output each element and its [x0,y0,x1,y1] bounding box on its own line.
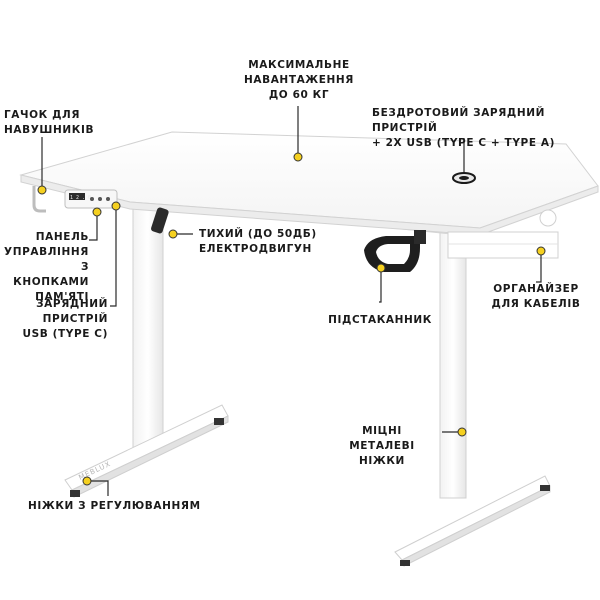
marker-dot [293,152,303,162]
back-foot-leveler [400,560,410,566]
front-leg-column [132,204,164,451]
label-adjustable-feet: НІЖКИ З РЕГУЛЮВАННЯМ [28,500,201,512]
cable-organizer-hook [539,209,557,227]
label-cable-organizer: ОРГАНАЙЗЕР ДЛЯ КАБЕЛІВ [491,283,581,310]
front-foot-leveler [70,490,80,497]
marker-dot [457,427,467,437]
label-cup-holder: ПІДСТАКАННИК [328,314,432,326]
wireless-charger-center [459,176,469,180]
cup-holder-part [364,230,426,272]
label-headphone-hook: ГАЧОК ДЛЯ НАВУШНИКІВ [4,109,95,136]
headphone-hook-part [32,186,46,213]
marker-dot [37,185,47,195]
back-foot [394,475,551,561]
label-control-panel: ПАНЕЛЬ УПРАВЛІННЯ З КНОПКАМИ ПАМ'ЯТІ [4,231,89,303]
marker-dot [168,229,178,239]
control-panel-display [69,193,85,200]
control-panel-display-text: 1 2 . 0 [70,195,91,201]
front-leg: MEBLUX [64,204,229,498]
marker-dot [376,263,386,273]
label-motor: ТИХИЙ (ДО 50ДБ) ЕЛЕКТРОДВИГУН [199,228,317,255]
back-leg [394,229,551,567]
tabletop-edge [20,174,599,236]
control-panel-button [98,197,102,201]
cable-organizer-part [447,209,559,259]
label-usb-charger: ЗАРЯДНИЙ ПРИСТРІЙ USB (TYPE C) [22,298,108,340]
label-legs: МІЦНІ МЕТАЛЕВІ НІЖКИ [349,425,415,467]
motor-housing [151,207,169,234]
marker-dot [111,201,121,211]
control-panel-button [90,197,94,201]
control-panel-button [106,197,110,201]
marker-dot [82,476,92,486]
motor-part [151,207,169,234]
label-max-load: МАКСИМАЛЬНЕ НАВАНТАЖЕННЯ ДО 60 КГ [243,59,354,101]
leader-lines [41,106,542,496]
cup-holder-clamp [414,230,426,244]
back-foot-leveler [540,485,550,491]
marker-dot [536,246,546,256]
back-foot-side [401,485,551,567]
control-panel-part: 1 2 . 0 [64,189,118,209]
cable-organizer-tray [447,231,559,259]
front-foot-leveler [214,418,224,425]
tabletop [19,131,599,236]
callout-markers [37,152,546,486]
label-wireless-charger: БЕЗДРОТОВИЙ ЗАРЯДНИЙ ПРИСТРІЙ + 2X USB (… [372,107,555,149]
marker-dot [92,207,102,217]
cup-holder-opening [376,244,410,264]
back-leg-column [439,229,467,499]
